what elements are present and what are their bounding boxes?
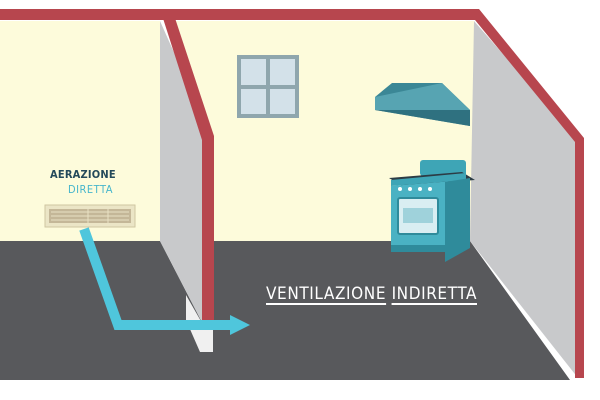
airflow-arrow-icon <box>79 227 250 335</box>
air-vent-grille-icon <box>44 204 136 228</box>
range-hood-icon <box>375 83 470 126</box>
ventilazione-indiretta-label: VENTILAZIONE INDIRETTA <box>266 284 477 304</box>
partition-wall <box>160 21 213 330</box>
aerazione-label: AERAZIONE <box>50 168 116 181</box>
left-wall <box>0 21 160 241</box>
window-icon <box>237 55 299 118</box>
indiretta-word: INDIRETTA <box>391 284 477 304</box>
ventilazione-word: VENTILAZIONE <box>266 284 387 304</box>
partition-trim <box>160 9 214 324</box>
floor <box>0 241 570 380</box>
top-trim <box>0 9 475 20</box>
diretta-label: DIRETTA <box>68 183 113 196</box>
gas-stove-icon <box>389 160 475 262</box>
